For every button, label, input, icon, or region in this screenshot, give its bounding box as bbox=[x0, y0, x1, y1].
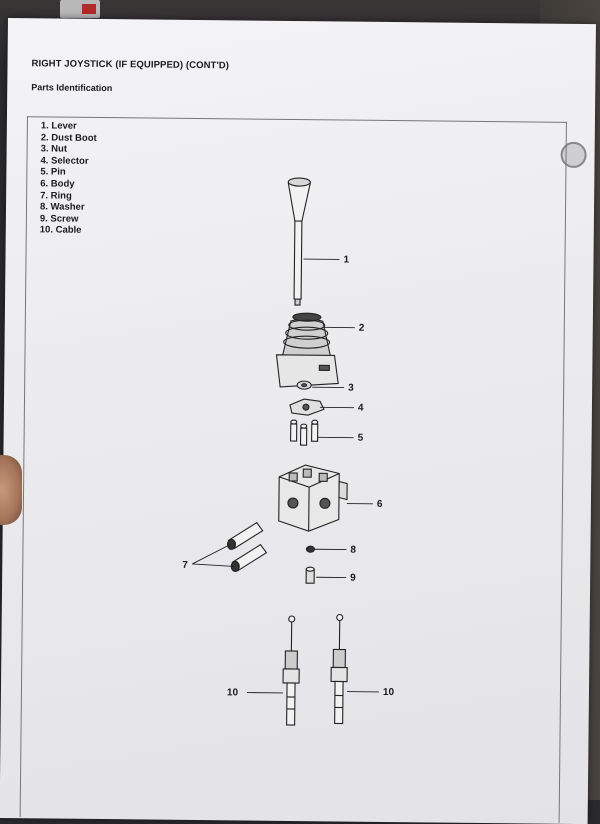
background-object bbox=[60, 0, 100, 18]
callout-7: 7 bbox=[182, 560, 188, 571]
dust-boot-part bbox=[276, 313, 339, 388]
callout-6: 6 bbox=[377, 499, 383, 510]
selector-part bbox=[290, 399, 324, 415]
document-page: RIGHT JOYSTICK (IF EQUIPPED) (CONT'D) Pa… bbox=[0, 18, 596, 824]
cable-left-part bbox=[283, 616, 300, 725]
callout-10-left: 10 bbox=[227, 687, 239, 698]
ring-parts bbox=[227, 522, 267, 571]
pin-parts bbox=[291, 420, 318, 445]
body-part bbox=[279, 465, 348, 532]
lever-part bbox=[287, 178, 310, 305]
cable-right-part bbox=[331, 614, 348, 723]
callout-4: 4 bbox=[358, 403, 364, 414]
callout-8: 8 bbox=[350, 545, 356, 556]
callout-10-right: 10 bbox=[383, 687, 395, 698]
washer-part bbox=[306, 546, 314, 552]
callout-2: 2 bbox=[359, 323, 365, 334]
callout-5: 5 bbox=[358, 433, 364, 444]
callout-9: 9 bbox=[350, 573, 356, 584]
callout-3: 3 bbox=[348, 383, 354, 394]
exploded-diagram: 1 2 3 4 5 6 7 8 9 10 10 bbox=[0, 18, 596, 824]
nut-part bbox=[297, 381, 311, 389]
finger bbox=[0, 455, 22, 525]
callout-1: 1 bbox=[343, 255, 349, 266]
screw-part bbox=[306, 567, 314, 583]
